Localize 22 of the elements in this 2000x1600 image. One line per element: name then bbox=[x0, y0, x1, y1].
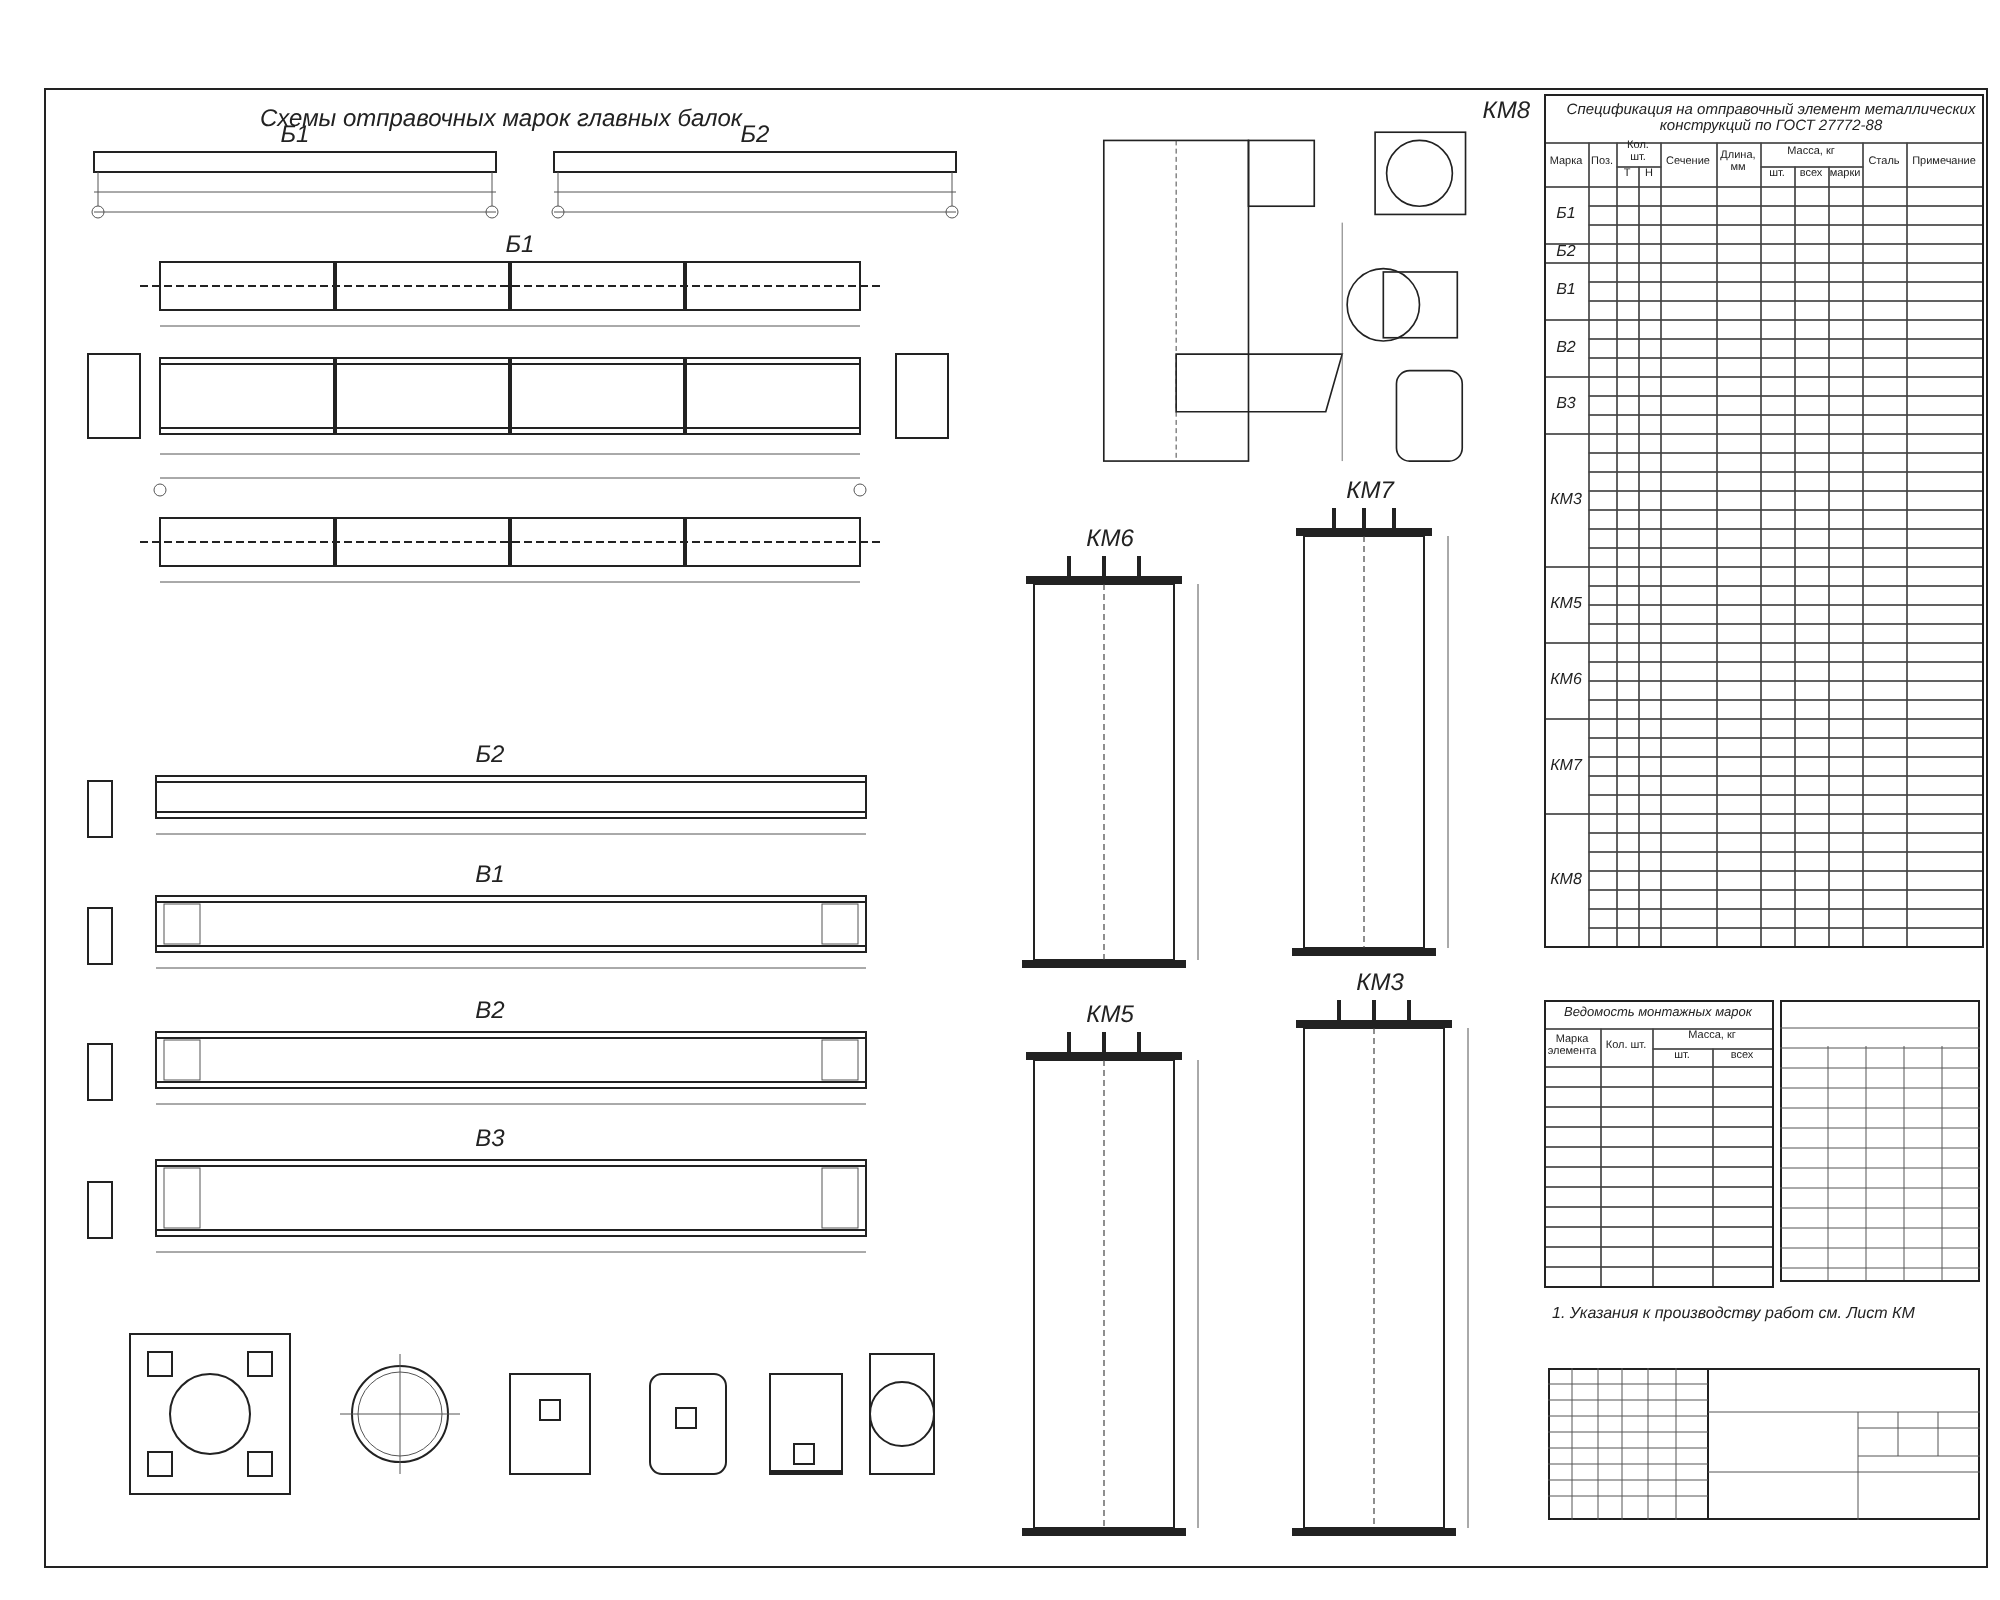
view-title: КМ6 bbox=[1086, 524, 1134, 552]
view-title: В1 bbox=[475, 860, 505, 888]
view-title: В3 bbox=[475, 1124, 505, 1152]
mark-cell: В2 bbox=[1556, 339, 1576, 356]
mark-cell: КМ3 bbox=[1550, 491, 1582, 508]
view-title: КМ8 bbox=[1482, 96, 1530, 124]
note-text: 1. Указания к производству работ см. Лист КМ bbox=[1552, 1304, 1915, 1322]
view-title: Б2 bbox=[740, 120, 770, 148]
mark-cell: КМ7 bbox=[1550, 757, 1582, 774]
view-title: КМ5 bbox=[1086, 1000, 1134, 1028]
mark-cell: В1 bbox=[1556, 282, 1576, 299]
mark-cell: КМ5 bbox=[1550, 595, 1582, 613]
mark-cell: КМ8 bbox=[1550, 871, 1582, 888]
mark-cell: Б1 bbox=[1556, 206, 1576, 223]
mark-cell: КМ6 bbox=[1550, 671, 1582, 689]
view-title: Б2 bbox=[475, 740, 505, 768]
view-title: В2 bbox=[475, 996, 505, 1024]
mark-cell: В3 bbox=[1556, 396, 1576, 413]
view-title: Б1 bbox=[505, 230, 535, 258]
mark-cell: Б2 bbox=[1556, 244, 1576, 261]
view-title: КМ7 bbox=[1346, 476, 1394, 504]
view-title: КМ3 bbox=[1356, 968, 1404, 996]
